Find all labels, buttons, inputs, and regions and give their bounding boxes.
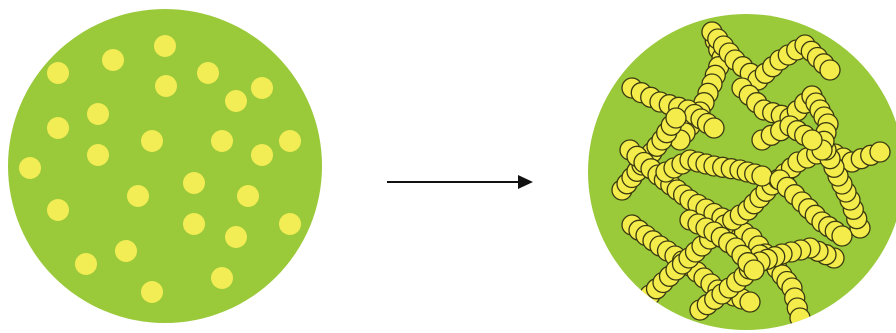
- left-disc-group: [8, 9, 322, 323]
- left-dots: [19, 35, 301, 303]
- right-disc-group: [588, 14, 896, 330]
- small-dot: [87, 103, 109, 125]
- small-dot: [279, 213, 301, 235]
- small-dot: [47, 62, 69, 84]
- small-dot: [183, 213, 205, 235]
- small-dot: [251, 77, 273, 99]
- small-dot: [279, 130, 301, 152]
- small-dot: [141, 281, 163, 303]
- small-dot: [19, 157, 41, 179]
- chain-bead: [739, 291, 761, 313]
- small-dot: [127, 185, 149, 207]
- chain-bead: [801, 129, 823, 151]
- small-dot: [154, 35, 176, 57]
- small-dot: [155, 75, 177, 97]
- small-dot: [211, 267, 233, 289]
- chain-bead: [743, 259, 765, 281]
- small-dot: [225, 226, 247, 248]
- small-dot: [47, 117, 69, 139]
- arrow-head: [518, 175, 533, 189]
- bead-chains: [611, 21, 891, 329]
- small-dot: [141, 130, 163, 152]
- chain-bead: [665, 107, 687, 129]
- chain-bead: [819, 59, 841, 81]
- small-dot: [197, 62, 219, 84]
- small-dot: [183, 172, 205, 194]
- small-dot: [237, 185, 259, 207]
- small-dot: [87, 144, 109, 166]
- chain-bead: [789, 307, 811, 329]
- small-dot: [115, 240, 137, 262]
- small-dot: [251, 144, 273, 166]
- chain-bead: [751, 165, 773, 187]
- chain-bead: [703, 117, 725, 139]
- small-dot: [47, 199, 69, 221]
- arrow: [387, 175, 533, 189]
- small-dot: [211, 130, 233, 152]
- small-dot: [225, 90, 247, 112]
- chain-bead: [831, 225, 853, 247]
- chain-bead: [869, 141, 891, 163]
- small-dot: [102, 49, 124, 71]
- small-dot: [75, 253, 97, 275]
